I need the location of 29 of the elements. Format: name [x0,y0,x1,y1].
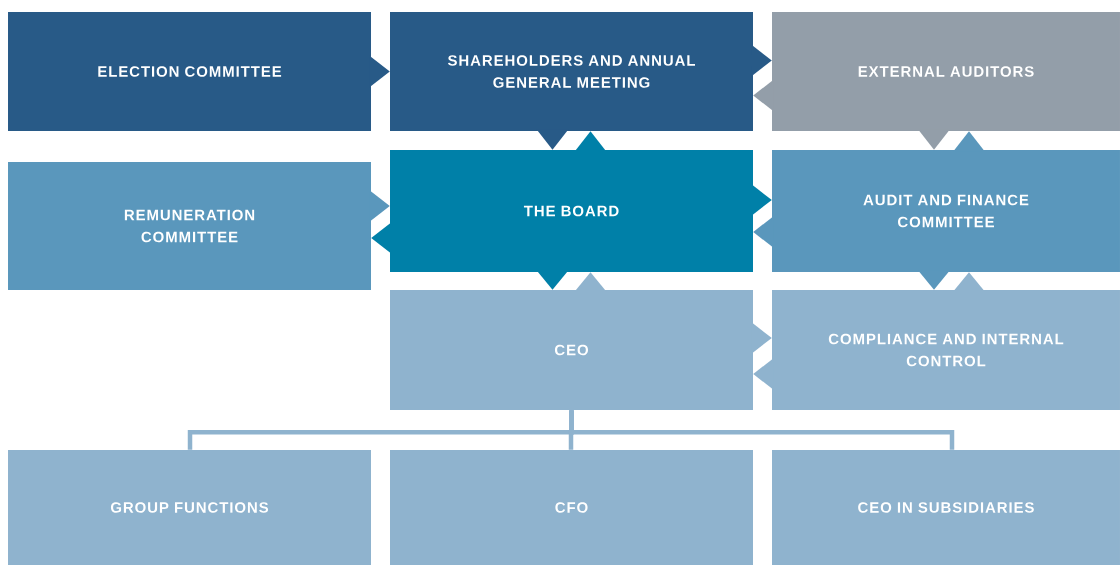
org-box: CEO IN SUBSIDIARIES [772,450,1120,565]
arrow [751,322,772,354]
arrow [918,270,950,290]
org-box: CFO [390,450,753,565]
arrow [536,270,569,290]
arrow [753,216,774,248]
arrow [918,129,950,150]
org-box: ELECTION COMMITTEE [8,12,371,131]
org-box: GROUP FUNCTIONS [8,450,371,565]
arrow [536,129,569,150]
arrow [751,184,772,216]
arrow [753,358,774,390]
org-box: REMUNERATION COMMITTEE [8,162,371,290]
arrow [574,272,607,292]
arrow [369,190,390,222]
org-box: CEO [390,290,753,410]
arrow [371,222,392,254]
arrow [751,44,772,77]
org-box: EXTERNAL AUDITORS [772,12,1120,131]
arrow [953,272,985,292]
org-box: SHAREHOLDERS AND ANNUAL GENERAL MEETING [390,12,753,131]
connector-line [569,410,955,450]
org-box: COMPLIANCE AND INTERNAL CONTROL [772,290,1120,410]
arrow [369,55,390,88]
org-box: AUDIT AND FINANCE COMMITTEE [772,150,1120,272]
arrow [953,131,985,152]
arrow [753,79,774,112]
org-box: THE BOARD [390,150,753,272]
arrow [574,131,607,152]
